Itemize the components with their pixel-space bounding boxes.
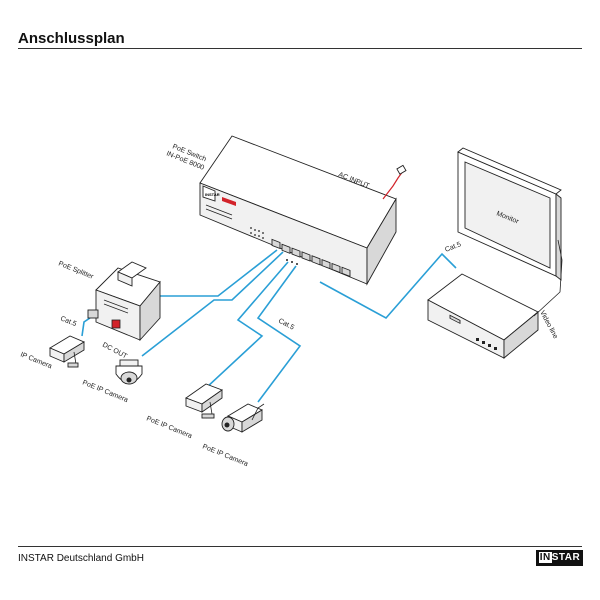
cable-splitter-to-ipcam <box>81 317 91 337</box>
poe-ip-camera-dome-label: PoE IP Camera <box>81 379 129 404</box>
switch-ports <box>271 238 351 277</box>
title-divider <box>18 48 582 49</box>
video-line-label: Video line <box>538 310 559 340</box>
cable-switch-to-dome <box>141 251 284 357</box>
instar-logo: INSTAR <box>536 550 583 566</box>
cat5-splitter-label: Cat.5 <box>59 315 77 328</box>
footer-company-name: INSTAR Deutschland GmbH <box>18 553 144 564</box>
splitter-dc-port <box>111 319 121 329</box>
poe-dome-camera <box>115 359 143 385</box>
cables <box>81 249 457 403</box>
switch-leds <box>250 227 264 239</box>
cable-switch-to-cam2 <box>256 265 302 403</box>
cat5-nvr-label: Cat.5 <box>444 241 462 254</box>
cable-switch-to-splitter <box>157 249 278 297</box>
poe-ip-camera-2 <box>221 403 265 433</box>
switch-brand: INSTAR <box>205 192 220 197</box>
poe-ip-camera-1-label: PoE IP Camera <box>145 415 193 440</box>
ac-power-cable <box>382 170 404 200</box>
page-title: Anschlussplan <box>18 30 125 47</box>
poe-ip-camera-1 <box>185 383 223 419</box>
cat5-middle-label: Cat.5 <box>277 318 295 332</box>
video-recorder <box>427 273 539 359</box>
splitter-lan-port <box>87 309 99 319</box>
poe-splitter <box>87 267 161 342</box>
monitor: Monitor <box>457 147 562 281</box>
logo-text-rest: STAR <box>551 552 581 563</box>
footer-divider <box>18 546 582 547</box>
ip-camera-label: IP Camera <box>19 351 53 370</box>
video-line-cable <box>533 239 563 317</box>
poe-switch: INSTAR <box>199 135 397 286</box>
poe-ip-camera-2-label: PoE IP Camera <box>201 443 249 468</box>
dc-out-label: DC OUT <box>101 342 129 361</box>
cable-switch-to-nvr <box>319 252 457 320</box>
poe-splitter-label: PoE Splitter <box>57 260 95 281</box>
ac-plug-icon <box>396 164 407 175</box>
logo-text-first: IN <box>538 552 552 563</box>
splitter-accessory <box>117 261 147 287</box>
cable-switch-to-cam1 <box>205 261 289 389</box>
ip-camera <box>49 335 85 368</box>
